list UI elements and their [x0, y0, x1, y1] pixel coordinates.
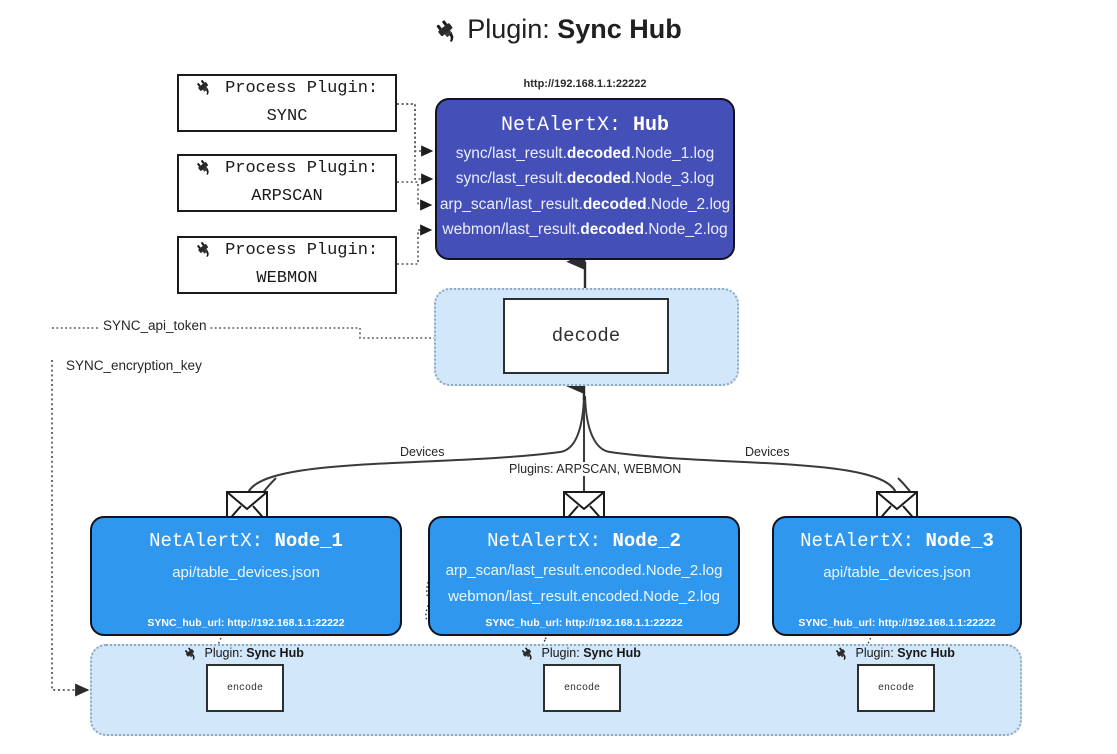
node1-line-1: api/table_devices.json [172, 564, 320, 581]
node3-title-name: Node_3 [925, 530, 994, 552]
node3-line-1: api/table_devices.json [823, 564, 971, 581]
edge-encryptionkey-to-encoders [51, 360, 90, 697]
hub-title-prefix: NetAlertX: [500, 114, 621, 137]
hub-line1-post: .Node_1.log [630, 145, 715, 162]
page-title: Plugin: Sync Hub [0, 16, 1117, 47]
hub-line3-post: .Node_2.log [646, 196, 731, 213]
plug-icon [435, 16, 461, 47]
decode-box[interactable]: decode [503, 298, 669, 374]
process-plugin-name: ARPSCAN [251, 186, 323, 206]
sync-encryption-key-label: SYNC_encryption_key [63, 358, 205, 373]
encoder-caption-prefix: Plugin: [855, 646, 894, 660]
edge-arpscan-to-hubline3 [397, 181, 433, 211]
edge-webmon-to-hubline4 [397, 224, 433, 265]
plug-icon [521, 647, 539, 663]
plug-icon [835, 647, 853, 663]
hub-line2-pre: sync/last_result. [455, 170, 567, 187]
plug-icon [196, 80, 224, 101]
hub-line4-pre: webmon/last_result. [442, 221, 581, 238]
process-plugin-box-webmon[interactable]: Process Plugin: WEBMON [177, 236, 397, 294]
hub-log-line-3: arp_scan/last_result.decoded.Node_2.log [437, 196, 733, 214]
node2-title-prefix: NetAlertX: [487, 530, 602, 552]
node2-title-name: Node_2 [612, 530, 681, 552]
node3-title: NetAlertX: Node_3 [774, 530, 1020, 552]
edge-node3-devices-to-decode [584, 395, 898, 499]
plug-icon [196, 160, 224, 181]
title-name: Sync Hub [557, 14, 682, 44]
encoder-caption-2: Plugin: Sync Hub [521, 645, 641, 663]
node1-title: NetAlertX: Node_1 [92, 530, 400, 552]
node1-title-name: Node_1 [274, 530, 343, 552]
edge-label-devices-left: Devices [396, 445, 449, 459]
encode-label: encode [877, 682, 914, 694]
process-plugin-label: Process Plugin: [225, 79, 379, 99]
hub-line4-post: .Node_2.log [643, 221, 728, 238]
process-plugin-label: Process Plugin: [225, 159, 379, 179]
node2-line-1: arp_scan/last_result.encoded.Node_2.log [445, 562, 723, 579]
encode-label: encode [563, 682, 600, 694]
encode-box-1[interactable]: encode [206, 664, 284, 712]
process-plugin-label: Process Plugin: [225, 241, 379, 261]
encoder-caption-1: Plugin: Sync Hub [184, 645, 304, 663]
process-plugin-name: SYNC [266, 106, 308, 126]
node1-title-prefix: NetAlertX: [149, 530, 264, 552]
encoder-caption-3: Plugin: Sync Hub [835, 645, 955, 663]
process-plugin-box-sync[interactable]: Process Plugin: SYNC [177, 74, 397, 132]
hub-line2-post: .Node_3.log [630, 170, 715, 187]
encode-label: encode [226, 682, 263, 694]
node-box-node1[interactable]: NetAlertX: Node_1 api/table_devices.json… [90, 516, 402, 636]
hub-line1-pre: sync/last_result. [455, 145, 567, 162]
hub-line3-pre: arp_scan/last_result. [439, 196, 583, 213]
encoder-caption-name: Sync Hub [246, 646, 304, 660]
hub-log-line-4: webmon/last_result.decoded.Node_2.log [437, 221, 733, 239]
node2-line-2: webmon/last_result.encoded.Node_2.log [448, 588, 720, 605]
node2-title: NetAlertX: Node_2 [430, 530, 738, 552]
hub-line4-em: decoded [580, 221, 644, 238]
encoder-caption-name: Sync Hub [583, 646, 641, 660]
edge-label-plugins-mid: Plugins: ARPSCAN, WEBMON [505, 462, 686, 476]
plug-icon [196, 242, 224, 263]
hub-url-label: http://192.168.1.1:22222 [523, 78, 647, 90]
plug-icon [184, 647, 202, 663]
encoder-caption-prefix: Plugin: [204, 646, 243, 660]
node1-footer: SYNC_hub_url: http://192.168.1.1:22222 [147, 617, 345, 629]
hub-title: NetAlertX: Hub [437, 114, 733, 137]
encode-box-2[interactable]: encode [543, 664, 621, 712]
decode-label: decode [551, 325, 621, 347]
edge-node1-devices-to-decode [246, 395, 585, 499]
hub-box[interactable]: NetAlertX: Hub sync/last_result.decoded.… [435, 98, 735, 260]
node-box-node3[interactable]: NetAlertX: Node_3 api/table_devices.json… [772, 516, 1022, 636]
encoder-caption-prefix: Plugin: [541, 646, 580, 660]
edge-sync-to-hubline2 [397, 103, 434, 185]
edge-label-devices-right: Devices [741, 445, 794, 459]
process-plugin-box-arpscan[interactable]: Process Plugin: ARPSCAN [177, 154, 397, 212]
sync-api-token-label: SYNC_api_token [100, 318, 210, 333]
hub-line1-em: decoded [566, 145, 631, 162]
process-plugin-name: WEBMON [256, 268, 318, 288]
encoder-caption-name: Sync Hub [897, 646, 955, 660]
title-prefix: Plugin: [467, 14, 550, 44]
node-box-node2[interactable]: NetAlertX: Node_2 arp_scan/last_result.e… [428, 516, 740, 636]
hub-line3-em: decoded [582, 196, 647, 213]
node3-footer: SYNC_hub_url: http://192.168.1.1:22222 [798, 617, 996, 629]
node2-footer: SYNC_hub_url: http://192.168.1.1:22222 [485, 617, 683, 629]
node3-title-prefix: NetAlertX: [800, 530, 915, 552]
hub-log-line-2: sync/last_result.decoded.Node_3.log [437, 170, 733, 188]
encode-box-3[interactable]: encode [857, 664, 935, 712]
hub-title-name: Hub [633, 114, 670, 137]
hub-log-line-1: sync/last_result.decoded.Node_1.log [437, 145, 733, 163]
hub-line2-em: decoded [566, 170, 631, 187]
